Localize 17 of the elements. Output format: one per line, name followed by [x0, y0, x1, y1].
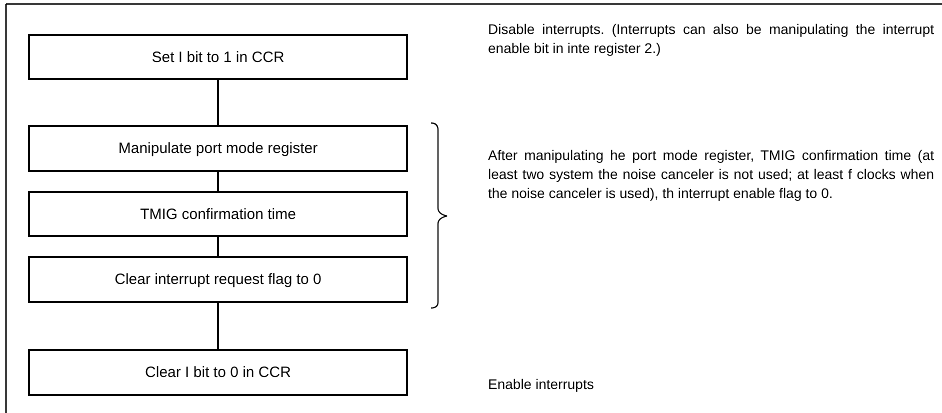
note-text: Disable interrupts. (Interrupts can also be manipulating the interrupt enable bit in inte register 2.): [488, 20, 934, 58]
connector-line: [217, 172, 219, 191]
process-box: [28, 256, 408, 303]
step-text: Clear interrupt request flag to 0: [114, 271, 322, 288]
connector-line: [217, 237, 219, 256]
step-text: TMIG confirmation time: [140, 206, 296, 222]
process-box: [28, 191, 408, 237]
step-text: Clear I bit to 0 in CCR: [145, 364, 291, 381]
note-text: Enable interrupts: [488, 375, 595, 394]
step-text: Set I bit to 1 in CCR: [152, 48, 284, 66]
step-text: Manipulate port mode register: [118, 140, 318, 157]
connector-line: [217, 80, 219, 125]
connector-line: [217, 303, 219, 349]
note-text: After manipulating he port mode register, TMIG confirmation time (at least two system the noise canceler is not used; at least f clocks when the noise canceler is used), th interrupt enable flag to 0.: [488, 146, 934, 203]
process-box: [28, 34, 408, 80]
process-box: [28, 125, 408, 172]
process-box: [28, 349, 408, 396]
